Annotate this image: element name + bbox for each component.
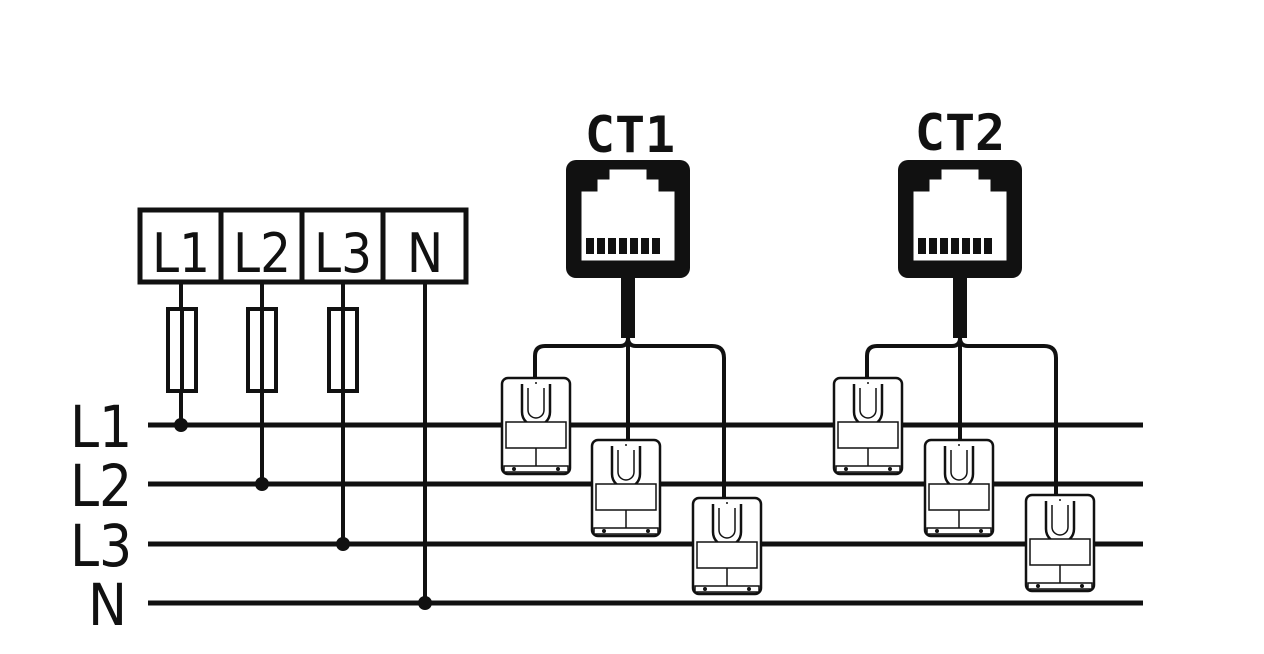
bus-label-l2: L2 xyxy=(70,452,132,520)
terminal-l2-label: L2 xyxy=(233,222,291,285)
terminal-n-label: N xyxy=(407,222,443,285)
bus-labels: L1 L2 L3 N xyxy=(70,393,132,639)
terminal-l3-label: L3 xyxy=(314,222,372,285)
ct1-rj45-port-icon xyxy=(564,158,692,280)
ct1-group: CT1 xyxy=(500,106,763,596)
bus-label-l3: L3 xyxy=(70,512,132,580)
fuse-l1 xyxy=(166,307,198,393)
ct1-label: CT1 xyxy=(585,106,675,164)
feed-wires xyxy=(179,282,427,603)
ct1-clamp-l1-icon xyxy=(500,376,572,476)
ct1-cables xyxy=(533,278,726,500)
ct2-cables xyxy=(865,278,1058,495)
fuse-l3 xyxy=(327,307,359,393)
ct2-label: CT2 xyxy=(915,104,1005,162)
bus-label-n: N xyxy=(88,571,127,639)
terminal-block: L1 L2 L3 N xyxy=(137,207,469,285)
junction-dots xyxy=(174,418,432,610)
ct1-clamp-l3-icon xyxy=(691,496,763,596)
fuses xyxy=(166,307,359,393)
bus-label-l1: L1 xyxy=(70,393,132,461)
ct2-group: CT2 xyxy=(832,104,1096,593)
fuse-l2 xyxy=(246,307,278,393)
ct1-clamp-l2-icon xyxy=(590,438,662,538)
ct2-clamp-l1-icon xyxy=(832,376,904,476)
ct2-rj45-port-icon xyxy=(896,158,1024,280)
ct2-clamp-l3-icon xyxy=(1024,493,1096,593)
ct2-clamp-l2-icon xyxy=(923,438,995,538)
terminal-l1-label: L1 xyxy=(152,222,210,285)
